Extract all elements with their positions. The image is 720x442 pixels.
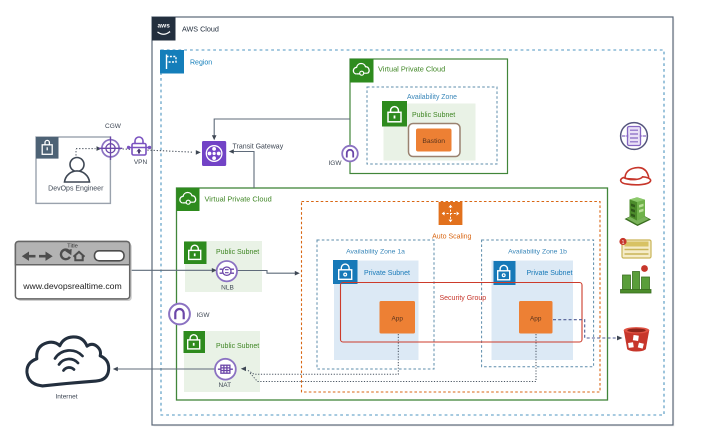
svg-text:DevOps Engineer: DevOps Engineer xyxy=(48,186,104,193)
svg-text:App: App xyxy=(530,316,542,323)
svg-text:Bastion: Bastion xyxy=(422,138,445,145)
svg-text:App: App xyxy=(392,316,404,323)
svg-text:IGW: IGW xyxy=(329,160,343,167)
svg-text:1: 1 xyxy=(622,240,625,246)
svg-text:Availability Zone: Availability Zone xyxy=(407,94,457,101)
svg-text:Availability Zone 1a: Availability Zone 1a xyxy=(346,249,405,256)
svg-text:aws: aws xyxy=(158,23,171,30)
svg-text:Transit Gateway: Transit Gateway xyxy=(233,144,284,151)
svg-text:Public Subnet: Public Subnet xyxy=(216,249,259,256)
svg-text:Auto Scaling: Auto Scaling xyxy=(432,234,471,241)
svg-text:Availability Zone 1b: Availability Zone 1b xyxy=(508,249,567,256)
svg-text:Virtual Private Cloud: Virtual Private Cloud xyxy=(378,65,445,74)
svg-text:Public Subnet: Public Subnet xyxy=(216,343,259,350)
svg-text:Security Group: Security Group xyxy=(440,295,487,302)
svg-text:IGW: IGW xyxy=(197,312,211,319)
svg-text:Private Subnet: Private Subnet xyxy=(527,270,573,277)
svg-text:Internet: Internet xyxy=(55,394,77,401)
svg-text:NLB: NLB xyxy=(221,285,234,292)
svg-text:Public Subnet: Public Subnet xyxy=(412,112,455,119)
svg-text:Virtual Private Cloud: Virtual Private Cloud xyxy=(205,195,272,204)
svg-text:VPN: VPN xyxy=(134,159,148,166)
svg-text:Title: Title xyxy=(67,244,78,250)
svg-text:www.devopsrealtime.com: www.devopsrealtime.com xyxy=(22,281,122,291)
svg-text:Private Subnet: Private Subnet xyxy=(364,270,410,277)
svg-text:Region: Region xyxy=(190,60,212,67)
svg-text:NAT: NAT xyxy=(219,382,232,389)
svg-text:CGW: CGW xyxy=(105,123,122,130)
svg-text:AWS Cloud: AWS Cloud xyxy=(182,25,219,34)
